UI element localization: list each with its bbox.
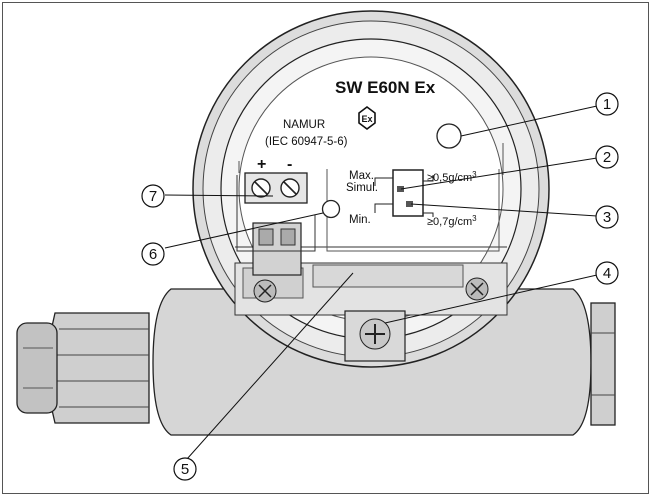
leader-lines xyxy=(164,105,598,460)
density-min-label: ≥0,7g/cm3 xyxy=(427,214,477,228)
ground-terminal xyxy=(344,310,406,362)
mounting-screw-right xyxy=(465,277,489,301)
device-drawing: SW E60N Ex Ex NAMUR (IEC 60947-5-6) + - … xyxy=(16,10,619,481)
minus-label: - xyxy=(287,156,292,173)
callout-5: 5 xyxy=(173,457,197,481)
svg-text:2: 2 xyxy=(603,149,611,166)
ex-symbol-icon: Ex xyxy=(358,106,376,130)
svg-text:6: 6 xyxy=(149,246,157,263)
callout-6: 6 xyxy=(141,242,165,266)
svg-text:3: 3 xyxy=(603,209,611,226)
plus-label: + xyxy=(257,156,266,173)
mounting-screw-left xyxy=(253,279,277,303)
dil-switch xyxy=(374,169,434,217)
cable-gland-left xyxy=(16,312,150,424)
svg-text:Ex: Ex xyxy=(361,114,372,124)
simul-label: Simul. xyxy=(346,182,378,194)
callout-4: 4 xyxy=(595,261,619,285)
svg-text:7: 7 xyxy=(149,188,157,205)
max-label: Max. xyxy=(349,170,374,182)
terminal-block xyxy=(244,172,308,276)
signal-lamp xyxy=(436,123,462,149)
callout-2: 2 xyxy=(595,145,619,169)
callout-1: 1 xyxy=(595,92,619,116)
svg-text:4: 4 xyxy=(603,265,611,282)
callout-3: 3 xyxy=(595,205,619,229)
iec-label: (IEC 60947-5-6) xyxy=(265,136,348,148)
cable-gland-right xyxy=(590,302,616,426)
namur-label: NAMUR xyxy=(283,119,325,131)
svg-text:5: 5 xyxy=(181,461,189,478)
callout-7: 7 xyxy=(141,184,165,208)
density-max-label: ≥0,5g/cm3 xyxy=(427,170,477,184)
min-label: Min. xyxy=(349,214,371,226)
simulation-key xyxy=(321,199,341,219)
model-label: SW E60N Ex xyxy=(335,78,436,97)
svg-text:1: 1 xyxy=(603,96,611,113)
